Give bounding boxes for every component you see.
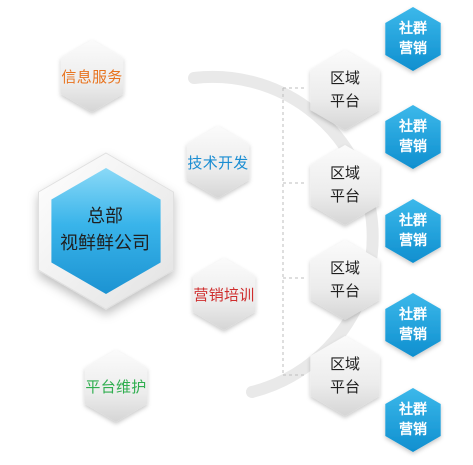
platform-hexagon-2 [310,145,380,225]
community-line-1: 社群 [399,307,427,323]
platform-line-1: 区域 [329,355,360,373]
regional-platform-3: 区域 平台 [311,256,379,304]
community-hexagon-2 [385,105,441,169]
platform-line-1: 区域 [329,69,360,87]
headquarters-line-1: 总部 [87,206,123,227]
community-line-2: 营销 [399,233,427,249]
regional-platform-4: 区域 平台 [311,352,379,400]
headquarters-label: 总部 视鲜鲜公司 [40,195,170,265]
function-hexagon-tech-development [186,126,250,198]
community-marketing-4: 社群 营销 [384,302,442,348]
platform-hexagon-1 [310,50,380,130]
platform-line-1: 区域 [329,164,360,182]
platform-line-1: 区域 [329,259,360,277]
community-line-1: 社群 [399,213,427,229]
headquarters-line-2: 视鲜鲜公司 [60,233,150,254]
platform-hexagon-3 [310,240,380,320]
function-info-service: 信息服务 [48,62,136,90]
function-platform-maintenance: 平台维护 [72,372,160,400]
community-line-2: 营销 [399,422,427,438]
function-label: 信息服务 [61,67,123,86]
function-label: 技术开发 [187,153,249,172]
community-marketing-1: 社群 营销 [384,16,442,62]
platform-line-2: 平台 [329,187,360,205]
function-label: 营销培训 [193,285,255,304]
platform-line-2: 平台 [329,92,360,110]
function-marketing-training: 营销培训 [180,280,268,308]
community-marketing-2: 社群 营销 [384,114,442,160]
function-hexagon-marketing-training [192,258,256,330]
regional-platform-2: 区域 平台 [311,161,379,209]
community-line-1: 社群 [399,21,427,37]
function-hexagon-platform-maintenance [84,350,148,422]
community-hexagon-4 [385,293,441,357]
community-hexagon-5 [385,388,441,452]
community-line-1: 社群 [399,402,427,418]
function-tech-development: 技术开发 [174,148,262,176]
community-marketing-5: 社群 营销 [384,397,442,443]
headquarters-hexagon [51,168,161,294]
community-hexagon-3 [385,199,441,263]
community-hexagon-1 [385,7,441,71]
function-label: 平台维护 [85,377,147,396]
community-line-2: 营销 [399,139,427,155]
community-line-1: 社群 [399,119,427,135]
dashed-bracket [282,87,306,376]
community-marketing-3: 社群 营销 [384,208,442,254]
function-hexagon-info-service [60,40,124,112]
platform-line-2: 平台 [329,378,360,396]
platform-line-2: 平台 [329,282,360,300]
community-line-2: 营销 [399,327,427,343]
platform-hexagon-4 [310,336,380,416]
community-line-2: 营销 [399,41,427,57]
regional-platform-1: 区域 平台 [311,66,379,114]
